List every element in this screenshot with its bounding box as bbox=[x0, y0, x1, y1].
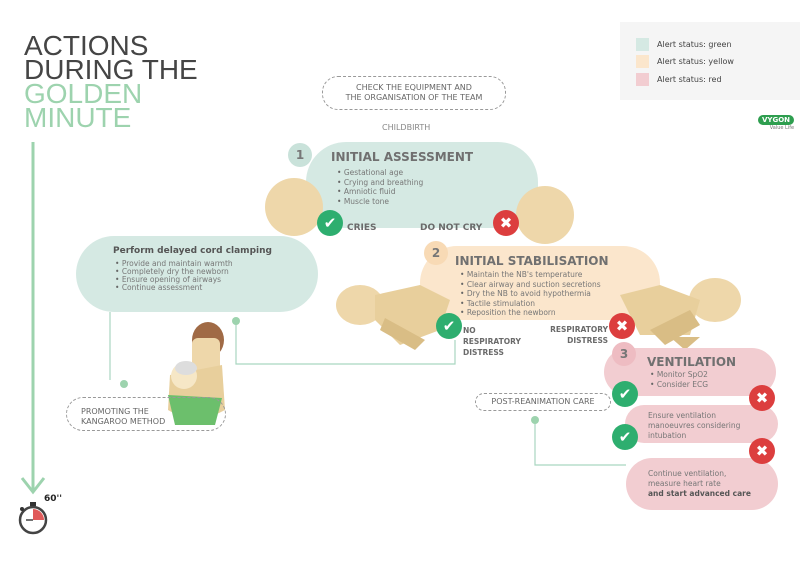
timer-label: 60'' bbox=[44, 494, 63, 504]
cord-list: Provide and maintain warmthCompletely dr… bbox=[115, 260, 233, 292]
step-number: 3 bbox=[612, 342, 636, 366]
post-reanimation-care-box: POST-REANIMATION CARE bbox=[475, 393, 611, 411]
ventilation-list: Monitor SpO2Consider ECG bbox=[650, 370, 708, 389]
ventilation-title: VENTILATION bbox=[647, 355, 737, 369]
silent-baby-face-illustration bbox=[516, 186, 574, 244]
cross-icon: ✖ bbox=[493, 210, 519, 236]
check-icon: ✔ bbox=[612, 381, 638, 407]
check-icon: ✔ bbox=[317, 210, 343, 236]
advanced-care-card bbox=[626, 458, 778, 510]
childbirth-label: CHILDBIRTH bbox=[382, 123, 431, 132]
step-number: 2 bbox=[424, 241, 448, 265]
crying-baby-face-illustration bbox=[265, 178, 323, 236]
legend-item-red: Alert status: red bbox=[636, 73, 722, 86]
initial-assessment-title: INITIAL ASSESSMENT bbox=[331, 150, 474, 164]
ensure-ventilation-card bbox=[625, 405, 778, 443]
initial-stabilisation-title: INITIAL STABILISATION bbox=[455, 254, 609, 268]
initial-assessment-list: Gestational ageCrying and breathingAmnio… bbox=[337, 168, 423, 206]
stopwatch-icon bbox=[18, 502, 48, 535]
newborn-lying-right-illustration bbox=[620, 278, 741, 350]
legend-item-green: Alert status: green bbox=[636, 38, 732, 51]
do-not-cry-label: DO NOT CRY bbox=[420, 223, 483, 233]
cord-title: Perform delayed cord clamping bbox=[113, 246, 272, 256]
newborn-lying-left-illustration bbox=[336, 285, 450, 350]
cries-label: CRIES bbox=[347, 223, 377, 233]
vygon-logo: VYGON Value Life bbox=[758, 115, 795, 131]
cross-icon: ✖ bbox=[609, 313, 635, 339]
check-icon: ✔ bbox=[436, 313, 462, 339]
cross-icon: ✖ bbox=[749, 438, 775, 464]
cross-icon: ✖ bbox=[749, 385, 775, 411]
legend-item-yellow: Alert status: yellow bbox=[636, 55, 734, 68]
page-title: ACTIONS DURING THE GOLDEN MINUTE bbox=[24, 30, 198, 133]
check-icon: ✔ bbox=[612, 424, 638, 450]
legend: Alert status: green Alert status: yellow… bbox=[620, 22, 800, 100]
step-number: 1 bbox=[288, 143, 312, 167]
initial-stabilisation-list: Maintain the NB's temperatureClear airwa… bbox=[460, 270, 601, 318]
